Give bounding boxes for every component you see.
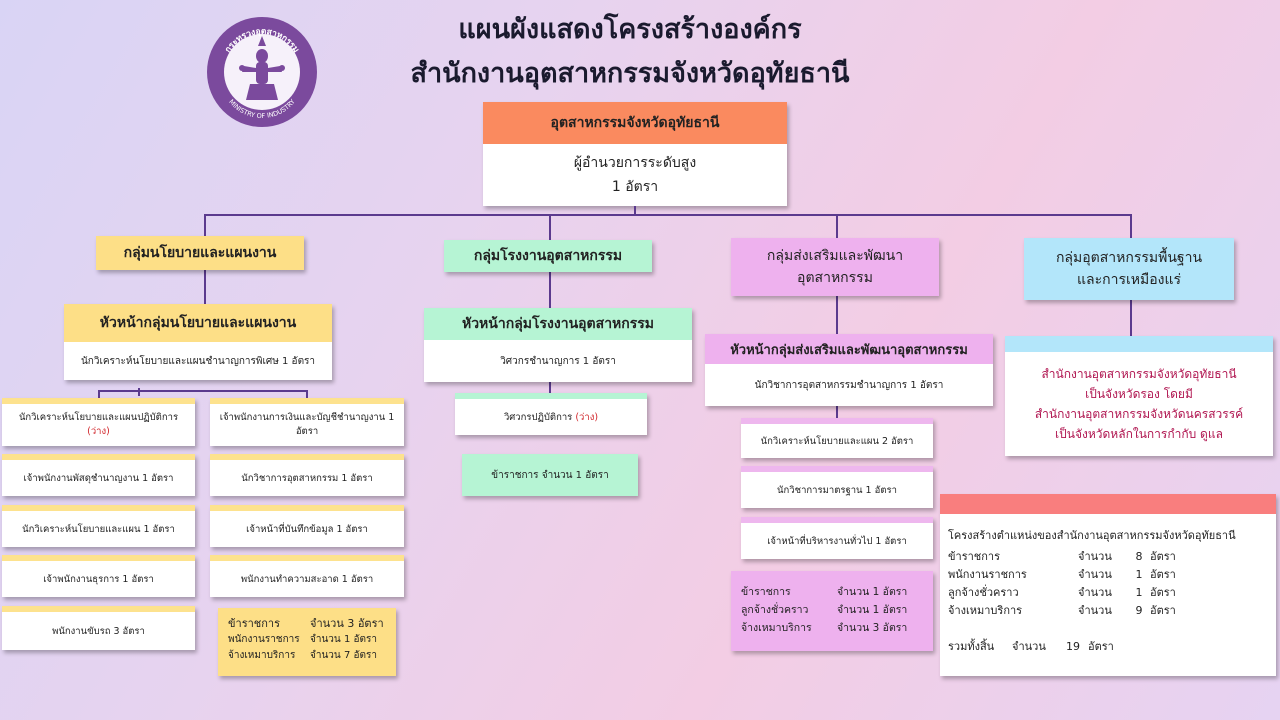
policy-left-item-0-text: นักวิเคราะห์นโยบายและแผนปฏิบัติการ [18, 412, 179, 423]
connector-top [634, 206, 636, 216]
policy-head-title: หัวหน้ากลุ่มนโยบายและแผนงาน [64, 304, 332, 342]
factory-head-box: หัวหน้ากลุ่มโรงงานอุตสาหกรรม วิศวกรชำนาญ… [424, 308, 692, 382]
promotion-head-desc: นักวิชาการอุตสาหกรรมชำนาญการ 1 อัตรา [754, 379, 944, 391]
staff-summary-box: โครงสร้างตำแหน่งของสำนักงานอุตสาหกรรมจัง… [940, 494, 1276, 676]
vacant-note: (ว่าง) [575, 411, 599, 423]
policy-left-item-0: นักวิเคราะห์นโยบายและแผนปฏิบัติการ (ว่าง… [2, 398, 195, 446]
policy-left-item-4: พนักงานขับรถ 3 อัตรา [2, 606, 195, 650]
connector-policy-sub [138, 388, 140, 396]
mining-note-line: สำนักงานอุตสาหกรรมจังหวัดนครสวรรค์ [1034, 407, 1244, 421]
mining-note-line: สำนักงานอุตสาหกรรมจังหวัดอุทัยธานี [1041, 367, 1237, 381]
policy-right-item-2: เจ้าหน้าที่บันทึกข้อมูล 1 อัตรา [210, 505, 404, 547]
policy-summary-box: ข้าราชการจำนวน 3 อัตรา พนักงานราชการจำนว… [218, 608, 396, 676]
policy-right-item-3: พนักงานทำความสะอาด 1 อัตรา [210, 555, 404, 597]
deity-emblem-icon [239, 36, 285, 100]
factory-sub-text: วิศวกรปฏิบัติการ [503, 411, 573, 423]
director-position: ผู้อำนวยการระดับสูง [573, 155, 697, 171]
factory-head-desc: วิศวกรชำนาญการ 1 อัตรา [500, 355, 616, 367]
director-count: 1 อัตรา [611, 179, 659, 195]
group-mining-label-line2: และการเหมืองแร่ [1076, 272, 1181, 288]
promotion-head-title: หัวหน้ากลุ่มส่งเสริมและพัฒนาอุตสาหกรรม [705, 334, 993, 364]
promotion-summary-row: ลูกจ้างชั่วคราวจำนวน 1 อัตรา [741, 604, 908, 616]
factory-sub-box: วิศวกรปฏิบัติการ (ว่าง) [455, 393, 647, 435]
policy-right-item-1: นักวิชาการอุตสาหกรรม 1 อัตรา [210, 454, 404, 496]
connector-factory-sub [549, 382, 551, 394]
connector-factory [549, 214, 551, 240]
policy-right-item-0: เจ้าพนักงานการเงินและบัญชีชำนาญงาน 1 อัต… [210, 398, 404, 446]
director-header: อุตสาหกรรมจังหวัดอุทัยธานี [483, 102, 787, 144]
director-box: อุตสาหกรรมจังหวัดอุทัยธานี ผู้อำนวยการระ… [483, 102, 787, 206]
group-promotion-label-line2: อุตสาหกรรม [797, 270, 873, 286]
factory-summary-box: ข้าราชการ จำนวน 1 อัตรา [462, 454, 638, 496]
promotion-summary-row: ข้าราชการจำนวน 1 อัตรา [741, 586, 908, 598]
mining-note-line: เป็นจังหวัดรอง โดยมี [1085, 387, 1193, 401]
promotion-item-0: นักวิเคราะห์นโยบายและแผน 2 อัตรา [741, 418, 933, 458]
group-policy-label: กลุ่มนโยบายและแผนงาน [96, 236, 304, 270]
promotion-item-2: เจ้าหน้าที่บริหารงานทั่วไป 1 อัตรา [741, 517, 933, 559]
connector-policy-left [98, 390, 100, 398]
connector-policy-right [306, 390, 308, 398]
promotion-summary-row: จ้างเหมาบริการจำนวน 3 อัตรา [741, 622, 908, 634]
connector-policy-sub-bus [98, 390, 308, 392]
policy-left-item-3: เจ้าพนักงานธุรการ 1 อัตรา [2, 555, 195, 597]
connector-promotion-sub [836, 406, 838, 418]
group-promotion-label-line1: กลุ่มส่งเสริมและพัฒนา [766, 248, 904, 264]
group-mining-label: กลุ่มอุตสาหกรรมพื้นฐาน และการเหมืองแร่ [1024, 238, 1234, 300]
connector-bus [204, 214, 1132, 216]
policy-summary-row: ข้าราชการจำนวน 3 อัตรา [228, 617, 384, 630]
vacant-note: (ว่าง) [87, 426, 110, 437]
page-title-line2: สำนักงานอุตสาหกรรมจังหวัดอุทัยธานี [410, 58, 850, 89]
connector-policy [204, 214, 206, 236]
connector-promotion [836, 214, 838, 238]
policy-summary-row: จ้างเหมาบริการจำนวน 7 อัตรา [228, 650, 377, 661]
connector-policy-head [204, 270, 206, 304]
connector-factory-head [549, 272, 551, 308]
mining-note-line: เป็นจังหวัดหลักในการกำกับ ดูแล [1055, 427, 1223, 441]
connector-mining-note [1130, 300, 1132, 336]
policy-summary-row: พนักงานราชการจำนวน 1 อัตรา [228, 634, 377, 645]
policy-head-desc: นักวิเคราะห์นโยบายและแผนชำนาญการพิเศษ 1 … [80, 355, 316, 367]
promotion-item-1: นักวิชาการมาตรฐาน 1 อัตรา [741, 466, 933, 508]
connector-promotion-head [836, 296, 838, 334]
group-promotion-label: กลุ่มส่งเสริมและพัฒนา อุตสาหกรรม [731, 238, 939, 296]
policy-head-box: หัวหน้ากลุ่มนโยบายและแผนงาน นักวิเคราะห์… [64, 304, 332, 380]
connector-mining [1130, 214, 1132, 238]
policy-left-item-2: นักวิเคราะห์นโยบายและแผน 1 อัตรา [2, 505, 195, 547]
promotion-summary-box: ข้าราชการจำนวน 1 อัตรา ลูกจ้างชั่วคราวจำ… [731, 571, 933, 651]
group-mining-label-line1: กลุ่มอุตสาหกรรมพื้นฐาน [1055, 250, 1203, 266]
page-title-line1: แผนผังแสดงโครงสร้างองค์กร [458, 14, 802, 45]
mining-note-box: สำนักงานอุตสาหกรรมจังหวัดอุทัยธานี เป็นจ… [1005, 336, 1273, 456]
promotion-head-box: หัวหน้ากลุ่มส่งเสริมและพัฒนาอุตสาหกรรม น… [705, 334, 993, 406]
ministry-logo: กระทรวงอุตสาหกรรม MINISTRY OF INDUSTRY [206, 16, 318, 128]
factory-head-title: หัวหน้ากลุ่มโรงงานอุตสาหกรรม [424, 308, 692, 340]
staff-summary-title: โครงสร้างตำแหน่งของสำนักงานอุตสาหกรรมจัง… [948, 529, 1236, 542]
group-factory-label: กลุ่มโรงงานอุตสาหกรรม [444, 240, 652, 272]
policy-left-item-1: เจ้าพนักงานพัสดุชำนาญงาน 1 อัตรา [2, 454, 195, 496]
